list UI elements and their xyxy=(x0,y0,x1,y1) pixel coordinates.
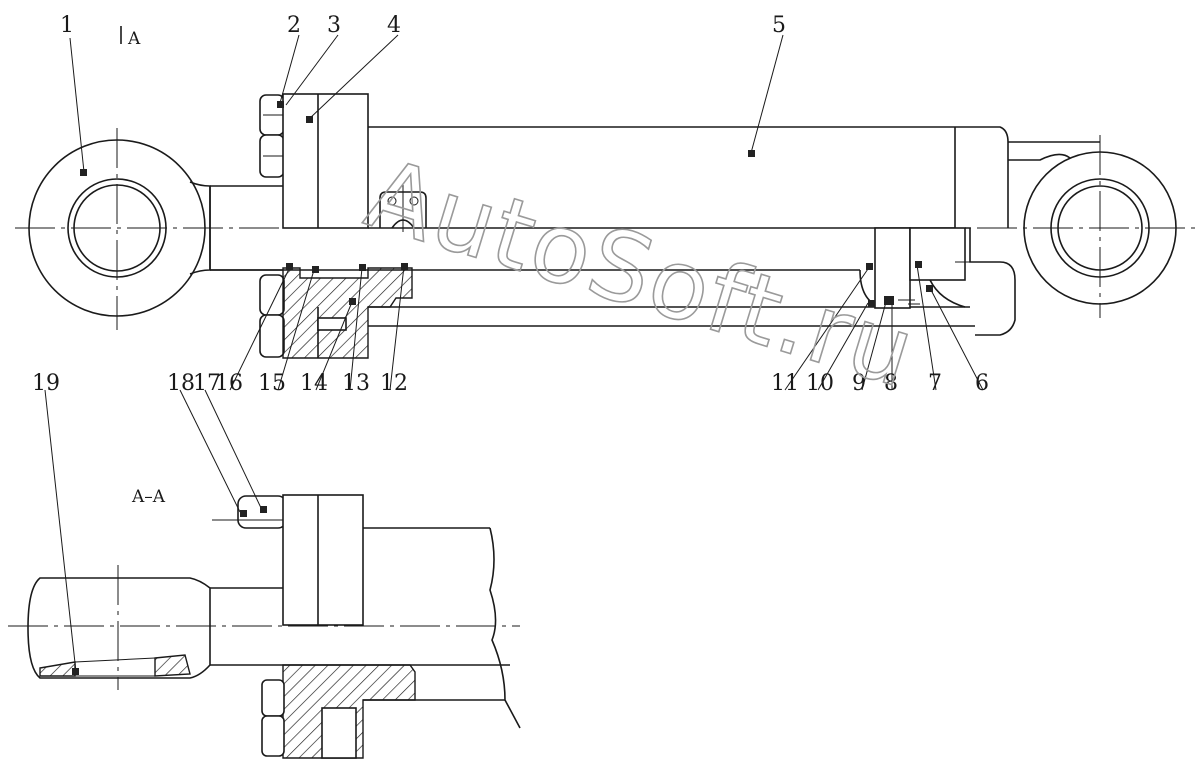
callout-17: 17 xyxy=(193,371,221,396)
callout-18: 18 xyxy=(167,371,195,396)
callout-13: 13 xyxy=(342,371,370,396)
watermark-text: AutoSoft.ru xyxy=(355,137,928,409)
callout-10: 10 xyxy=(806,371,834,396)
callout-4: 4 xyxy=(387,13,401,38)
callout-11: 11 xyxy=(771,371,799,396)
callout-16: 16 xyxy=(215,371,243,396)
cylinder-barrel xyxy=(368,126,1100,229)
part-markers xyxy=(72,101,933,675)
callout-19: 19 xyxy=(32,371,60,396)
main-view xyxy=(15,93,1195,359)
callout-9: 9 xyxy=(852,371,866,396)
callout-14: 14 xyxy=(300,371,328,396)
callout-3: 3 xyxy=(327,13,341,38)
section-marker-a: A xyxy=(127,29,141,49)
section-title-a-a: A–A xyxy=(131,487,166,507)
callout-2: 2 xyxy=(287,13,301,38)
right-clevis-eye xyxy=(1008,135,1177,318)
callout-5: 5 xyxy=(772,13,786,38)
callout-12: 12 xyxy=(380,371,408,396)
callout-6: 6 xyxy=(975,371,989,396)
leader-lines xyxy=(44,34,984,673)
hydraulic-port xyxy=(379,185,427,232)
callout-15: 15 xyxy=(258,371,286,396)
callout-8: 8 xyxy=(884,371,898,396)
callout-7: 7 xyxy=(928,371,942,396)
gland-bolts-upper xyxy=(259,94,296,178)
callout-1: 1 xyxy=(60,13,74,38)
cylinder-head xyxy=(282,93,369,229)
left-rod-eye xyxy=(28,128,211,330)
callout-labels: 1 2 3 4 5 6 7 8 9 10 11 12 13 14 15 16 1… xyxy=(32,13,989,507)
section-a-a-view xyxy=(8,494,521,759)
